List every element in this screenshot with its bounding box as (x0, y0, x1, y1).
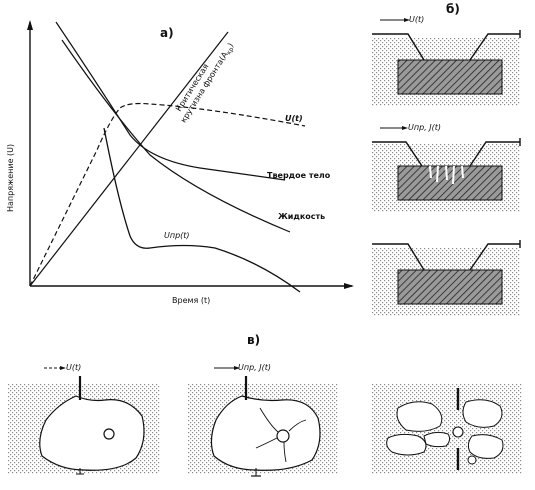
block-c1: U(t) (8, 363, 160, 475)
y-axis-arrow (27, 20, 33, 30)
cell-b3-electrodes (372, 240, 521, 271)
block-c3-particle (452, 426, 464, 438)
block-c2-void (210, 395, 321, 471)
panel-a: а) Напряжение (U) Время (t) Критическая … (6, 20, 354, 305)
block-c3-particle-2 (467, 455, 477, 465)
cell-b2-arrowhead (402, 126, 408, 130)
block-c3-medium (372, 384, 522, 474)
block-c2-channels (255, 407, 307, 463)
curve-solid (55, 21, 286, 181)
block-c2-arrowhead (234, 366, 240, 370)
curve-liquid (61, 39, 291, 233)
cell-b1-arrowhead (404, 18, 410, 22)
block-c1-void (39, 395, 145, 471)
block-c3 (372, 384, 522, 474)
curve-unp (103, 127, 301, 293)
block-c3-fragment-3 (386, 433, 427, 456)
block-c2-label: Uпр, J(t) (238, 363, 271, 372)
cell-b2-label: Uпр, J(t) (408, 123, 441, 132)
cell-b3-dielectric (397, 269, 503, 305)
cell-b1-dielectric (397, 59, 503, 95)
cell-b2-electrodes (372, 138, 521, 167)
cell-b1: U(t) (372, 15, 521, 106)
curve-liquid-label: Жидкость (278, 212, 325, 221)
cell-b3 (372, 240, 521, 316)
cell-b2-dielectric (397, 165, 503, 201)
curve-unp-label: Uпр(t) (164, 231, 190, 240)
block-c1-label: U(t) (66, 363, 81, 372)
curve-solid-label: Твердое тело (267, 171, 331, 180)
cell-b1-electrodes (372, 30, 521, 61)
y-axis-label: Напряжение (U) (6, 144, 15, 212)
critical-line-label: Критическая крутизна фронта(Aкр) (170, 36, 237, 125)
block-c3-fragment-4 (467, 434, 504, 459)
cell-b2: Uпр, J(t) (372, 123, 521, 212)
critical-line (29, 31, 229, 287)
x-axis-arrow (344, 283, 354, 289)
block-c3-fragment-5 (423, 431, 451, 448)
panel-c: в) U(t) Uпр, J(t) (8, 333, 522, 477)
panel-b-label: б) (446, 2, 460, 16)
panel-a-label: а) (160, 26, 174, 40)
block-c1-particle (103, 428, 115, 440)
block-c1-arrowhead (60, 366, 66, 370)
panel-c-label: в) (247, 333, 260, 347)
cell-b1-label: U(t) (409, 15, 424, 24)
block-c2-particle (276, 429, 290, 443)
panel-b: б) U(t) Uпр, J(t) (372, 2, 521, 316)
curve-ut (29, 102, 306, 287)
curve-ut-label: U(t) (285, 114, 303, 123)
block-c3-fragment-2 (462, 399, 503, 428)
x-axis-label: Время (t) (172, 296, 210, 305)
block-c2: Uпр, J(t) (188, 363, 338, 477)
block-c3-fragment-1 (396, 401, 443, 432)
cell-b2-streamers (429, 165, 464, 185)
